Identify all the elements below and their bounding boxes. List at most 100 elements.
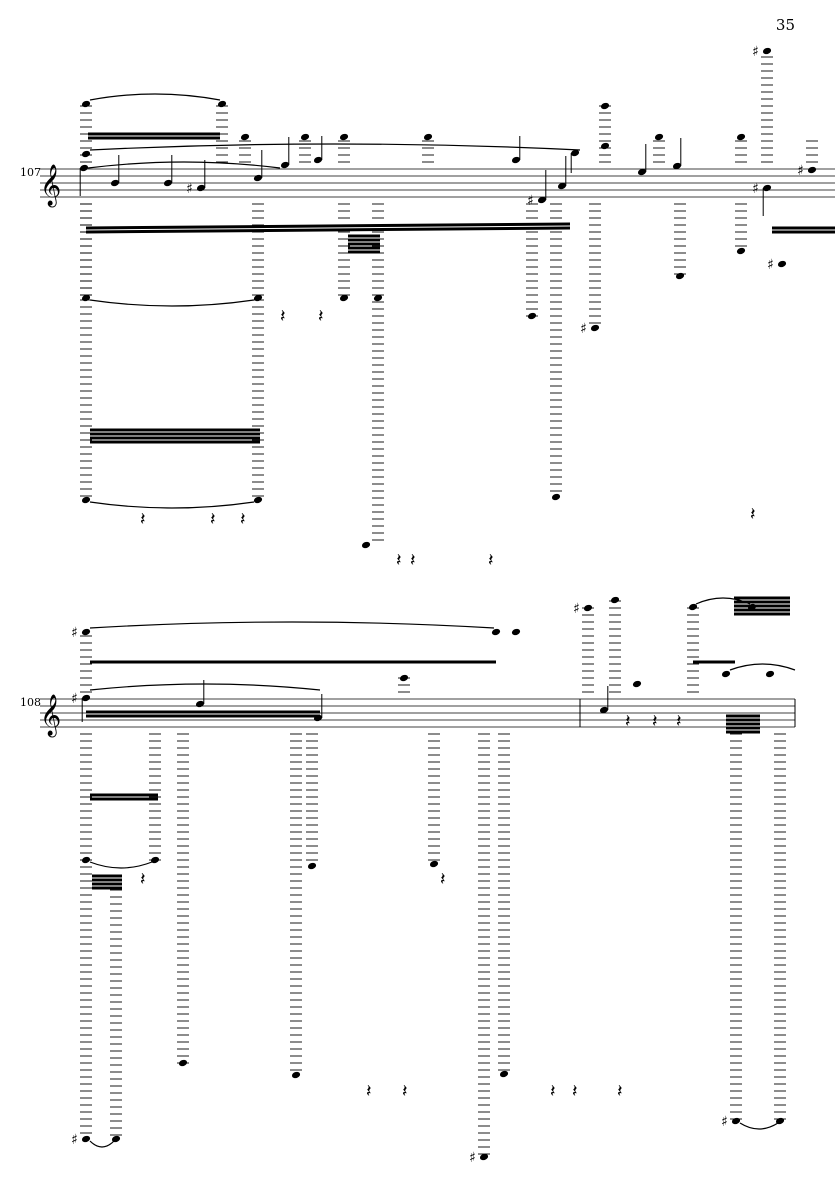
- tie-slur: [89, 143, 581, 151]
- notehead: [499, 1070, 509, 1078]
- notehead: [423, 133, 433, 141]
- notehead: [313, 156, 323, 164]
- tie-slur: [89, 93, 221, 101]
- sharp-accidental: ♯: [767, 257, 774, 273]
- staff-system-1: 𝄞♯♯♯♯♯♯♯𝄽𝄽𝄽𝄽𝄽𝄽𝄽𝄽𝄽: [40, 44, 835, 571]
- notehead: [777, 260, 787, 268]
- quarter-rest: 𝄽: [617, 1081, 623, 1102]
- quarter-rest: 𝄽: [280, 306, 286, 327]
- notehead: [557, 182, 567, 190]
- staff-system-2: 𝄞♯♯♯♯♯♯𝄽𝄽𝄽𝄽𝄽𝄽𝄽𝄽𝄽𝄽: [40, 596, 796, 1166]
- notehead: [195, 700, 205, 708]
- notehead: [537, 196, 547, 204]
- notehead: [765, 670, 775, 678]
- tie-slur: [89, 1140, 115, 1148]
- sharp-accidental: ♯: [186, 181, 193, 197]
- tie-slur: [739, 1122, 779, 1130]
- notehead: [762, 47, 772, 55]
- quarter-rest: 𝄽: [366, 1081, 372, 1102]
- quarter-rest: 𝄽: [402, 1081, 408, 1102]
- notehead: [163, 179, 173, 187]
- sharp-accidental: ♯: [752, 44, 759, 60]
- notehead: [81, 150, 91, 158]
- quarter-rest: 𝄽: [318, 306, 324, 327]
- notehead: [111, 1135, 121, 1143]
- notehead: [253, 174, 263, 182]
- notehead: [551, 493, 561, 501]
- tie-slur: [89, 683, 321, 691]
- notehead: [81, 1135, 91, 1143]
- measure-number-108: 108: [20, 696, 41, 709]
- sharp-accidental: ♯: [580, 321, 587, 337]
- notehead: [590, 324, 600, 332]
- notehead: [240, 133, 250, 141]
- notehead: [511, 156, 521, 164]
- notehead: [253, 496, 263, 504]
- notehead: [511, 628, 521, 636]
- sharp-accidental: ♯: [71, 691, 78, 707]
- notehead: [280, 161, 290, 169]
- tie-slur: [729, 663, 796, 671]
- treble-clef-icon: 𝄞: [40, 164, 61, 207]
- quarter-rest: 𝄽: [550, 1081, 556, 1102]
- notehead: [81, 100, 91, 108]
- notehead: [762, 184, 772, 192]
- quarter-rest: 𝄽: [572, 1081, 578, 1102]
- notehead: [479, 1153, 489, 1161]
- notehead: [632, 680, 642, 688]
- notehead: [736, 247, 746, 255]
- quarter-rest: 𝄽: [210, 509, 216, 530]
- notehead: [373, 294, 383, 302]
- quarter-rest: 𝄽: [750, 504, 756, 525]
- notehead: [339, 294, 349, 302]
- notehead: [570, 149, 580, 157]
- notehead: [600, 142, 610, 150]
- quarter-rest: 𝄽: [140, 509, 146, 530]
- notehead: [307, 862, 317, 870]
- measure-number-107: 107: [20, 166, 41, 179]
- treble-clef-icon: 𝄞: [40, 694, 61, 737]
- notehead: [599, 706, 609, 714]
- notehead: [110, 179, 120, 187]
- quarter-rest: 𝄽: [676, 711, 682, 732]
- quarter-rest: 𝄽: [488, 550, 494, 571]
- tie-slur: [87, 161, 281, 169]
- quarter-rest: 𝄽: [240, 509, 246, 530]
- notehead: [429, 860, 439, 868]
- tie-slur: [89, 299, 255, 307]
- beam: [85, 222, 571, 230]
- notehead: [672, 162, 682, 170]
- quarter-rest: 𝄽: [410, 550, 416, 571]
- sharp-accidental: ♯: [797, 163, 804, 179]
- notehead: [81, 496, 91, 504]
- notehead: [339, 133, 349, 141]
- quarter-rest: 𝄽: [140, 869, 146, 890]
- notehead: [675, 272, 685, 280]
- tie-slur: [89, 621, 495, 629]
- notehead: [637, 168, 647, 176]
- page-number: 35: [775, 16, 795, 34]
- tie-slur: [89, 501, 255, 509]
- quarter-rest: 𝄽: [625, 711, 631, 732]
- sharp-accidental: ♯: [752, 181, 759, 197]
- quarter-rest: 𝄽: [652, 711, 658, 732]
- sharp-accidental: ♯: [721, 1114, 728, 1130]
- notehead: [736, 133, 746, 141]
- beam: [85, 226, 571, 234]
- notehead: [731, 1117, 741, 1125]
- tie-slur: [89, 861, 153, 869]
- notehead: [721, 670, 731, 678]
- sharp-accidental: ♯: [527, 193, 534, 209]
- notehead: [196, 184, 206, 192]
- sharp-accidental: ♯: [71, 625, 78, 641]
- sharp-accidental: ♯: [469, 1150, 476, 1166]
- notehead: [81, 628, 91, 636]
- sharp-accidental: ♯: [71, 1132, 78, 1148]
- notehead: [654, 133, 664, 141]
- notehead: [81, 694, 91, 702]
- notehead: [491, 628, 501, 636]
- notehead: [300, 133, 310, 141]
- sharp-accidental: ♯: [573, 601, 580, 617]
- notehead: [610, 596, 620, 604]
